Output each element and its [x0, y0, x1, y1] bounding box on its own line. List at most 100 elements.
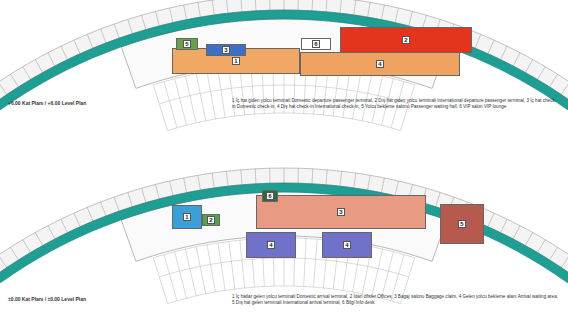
callout-number: 6 — [266, 192, 273, 200]
fan-line — [240, 240, 245, 288]
grid-line — [114, 24, 119, 38]
callout-number: 3 — [222, 46, 229, 54]
grid-line — [212, 0, 214, 15]
grid-line — [311, 169, 313, 184]
grid-line — [101, 29, 106, 43]
fan-line — [353, 72, 361, 119]
fan-line — [175, 252, 187, 299]
fan-line — [229, 241, 235, 289]
grid-line — [35, 59, 42, 72]
grid-line — [184, 5, 187, 20]
grid-line — [525, 232, 532, 245]
callout-number: 2 — [207, 216, 214, 224]
grid-line — [184, 178, 187, 193]
fan-arc — [168, 113, 401, 131]
fan-line — [196, 247, 206, 294]
zone-area: 6 — [301, 38, 331, 50]
grid-line — [142, 188, 146, 202]
grid-line — [550, 247, 558, 260]
grid-line — [0, 255, 7, 267]
grid-line — [48, 226, 55, 239]
zone-area: 1 — [172, 205, 202, 229]
grid-line — [255, 169, 257, 184]
zone-area: 2 — [202, 214, 220, 226]
callout-number: 2 — [402, 36, 409, 44]
grid-line — [226, 171, 228, 186]
grid-line — [354, 173, 356, 188]
fan-line — [153, 258, 167, 304]
grid-line — [0, 82, 7, 94]
grid-line — [10, 247, 18, 260]
grid-line — [368, 175, 371, 190]
grid-line — [340, 171, 342, 186]
grid-line — [241, 0, 242, 12]
grid-line — [340, 0, 342, 13]
grid-line — [501, 46, 508, 60]
grid-line — [23, 67, 31, 80]
grid-line — [475, 34, 481, 48]
fan-line — [196, 74, 206, 121]
grid-line — [212, 173, 214, 188]
fan-line — [218, 243, 225, 290]
callout-number: 3 — [337, 208, 344, 216]
grid-line — [381, 5, 384, 20]
grid-line — [513, 226, 520, 239]
grid-line — [538, 240, 546, 253]
grid-line — [128, 19, 133, 33]
grid-line — [87, 207, 93, 221]
fan-line — [229, 68, 235, 116]
plan-title: +6.00 Kat Planı / +6.00 Level Plan — [8, 100, 158, 106]
grid-line — [513, 53, 520, 66]
grid-line — [298, 0, 299, 10]
grid-line — [198, 175, 201, 190]
zone-area: 6 — [262, 190, 278, 202]
fan-line — [343, 70, 350, 117]
grid-line — [395, 181, 398, 196]
callout-number: 5 — [458, 220, 465, 228]
grid-line — [409, 11, 413, 26]
fan-line — [304, 239, 306, 287]
grid-line — [488, 40, 494, 54]
grid-line — [354, 0, 356, 15]
callout-number: 4 — [376, 60, 383, 68]
grid-line — [48, 53, 55, 66]
grid-line — [561, 255, 568, 267]
fan-line — [362, 74, 372, 121]
callout-number: 1 — [232, 57, 239, 65]
grid-line — [501, 219, 508, 233]
zone-area: 4 — [246, 232, 296, 258]
grid-line — [170, 181, 173, 196]
grid-line — [488, 213, 494, 227]
terminal-plan — [0, 168, 568, 304]
grid-line — [170, 8, 173, 23]
grid-line — [128, 192, 133, 206]
fan-line — [372, 249, 383, 296]
grid-line — [142, 15, 146, 29]
grid-line — [525, 59, 532, 72]
grid-line — [269, 0, 270, 10]
fan-line — [185, 76, 196, 123]
zone-area: 4 — [300, 52, 460, 76]
fan-line — [314, 239, 318, 287]
grid-line — [156, 184, 160, 199]
plan-key: 1 İç hat giden yolcu terminali Domestic … — [232, 98, 558, 109]
callout-number: 4 — [343, 241, 350, 249]
grid-line — [381, 178, 384, 193]
zone-area: 5 — [176, 38, 198, 50]
zone-area: 3 — [256, 195, 426, 229]
zone-area: 4 — [322, 232, 372, 258]
terminal-plan — [0, 0, 568, 131]
fan-line — [175, 79, 187, 126]
grid-line — [10, 74, 18, 87]
fan-line — [381, 252, 393, 299]
grid-line — [35, 232, 42, 245]
callout-number: 6 — [312, 40, 319, 48]
grid-line — [269, 168, 270, 183]
fan-line — [153, 85, 167, 131]
grid-line — [284, 0, 285, 10]
fan-line — [164, 82, 177, 128]
grid-line — [198, 2, 201, 17]
zone-area: 5 — [440, 204, 484, 244]
grid-line — [156, 11, 160, 26]
